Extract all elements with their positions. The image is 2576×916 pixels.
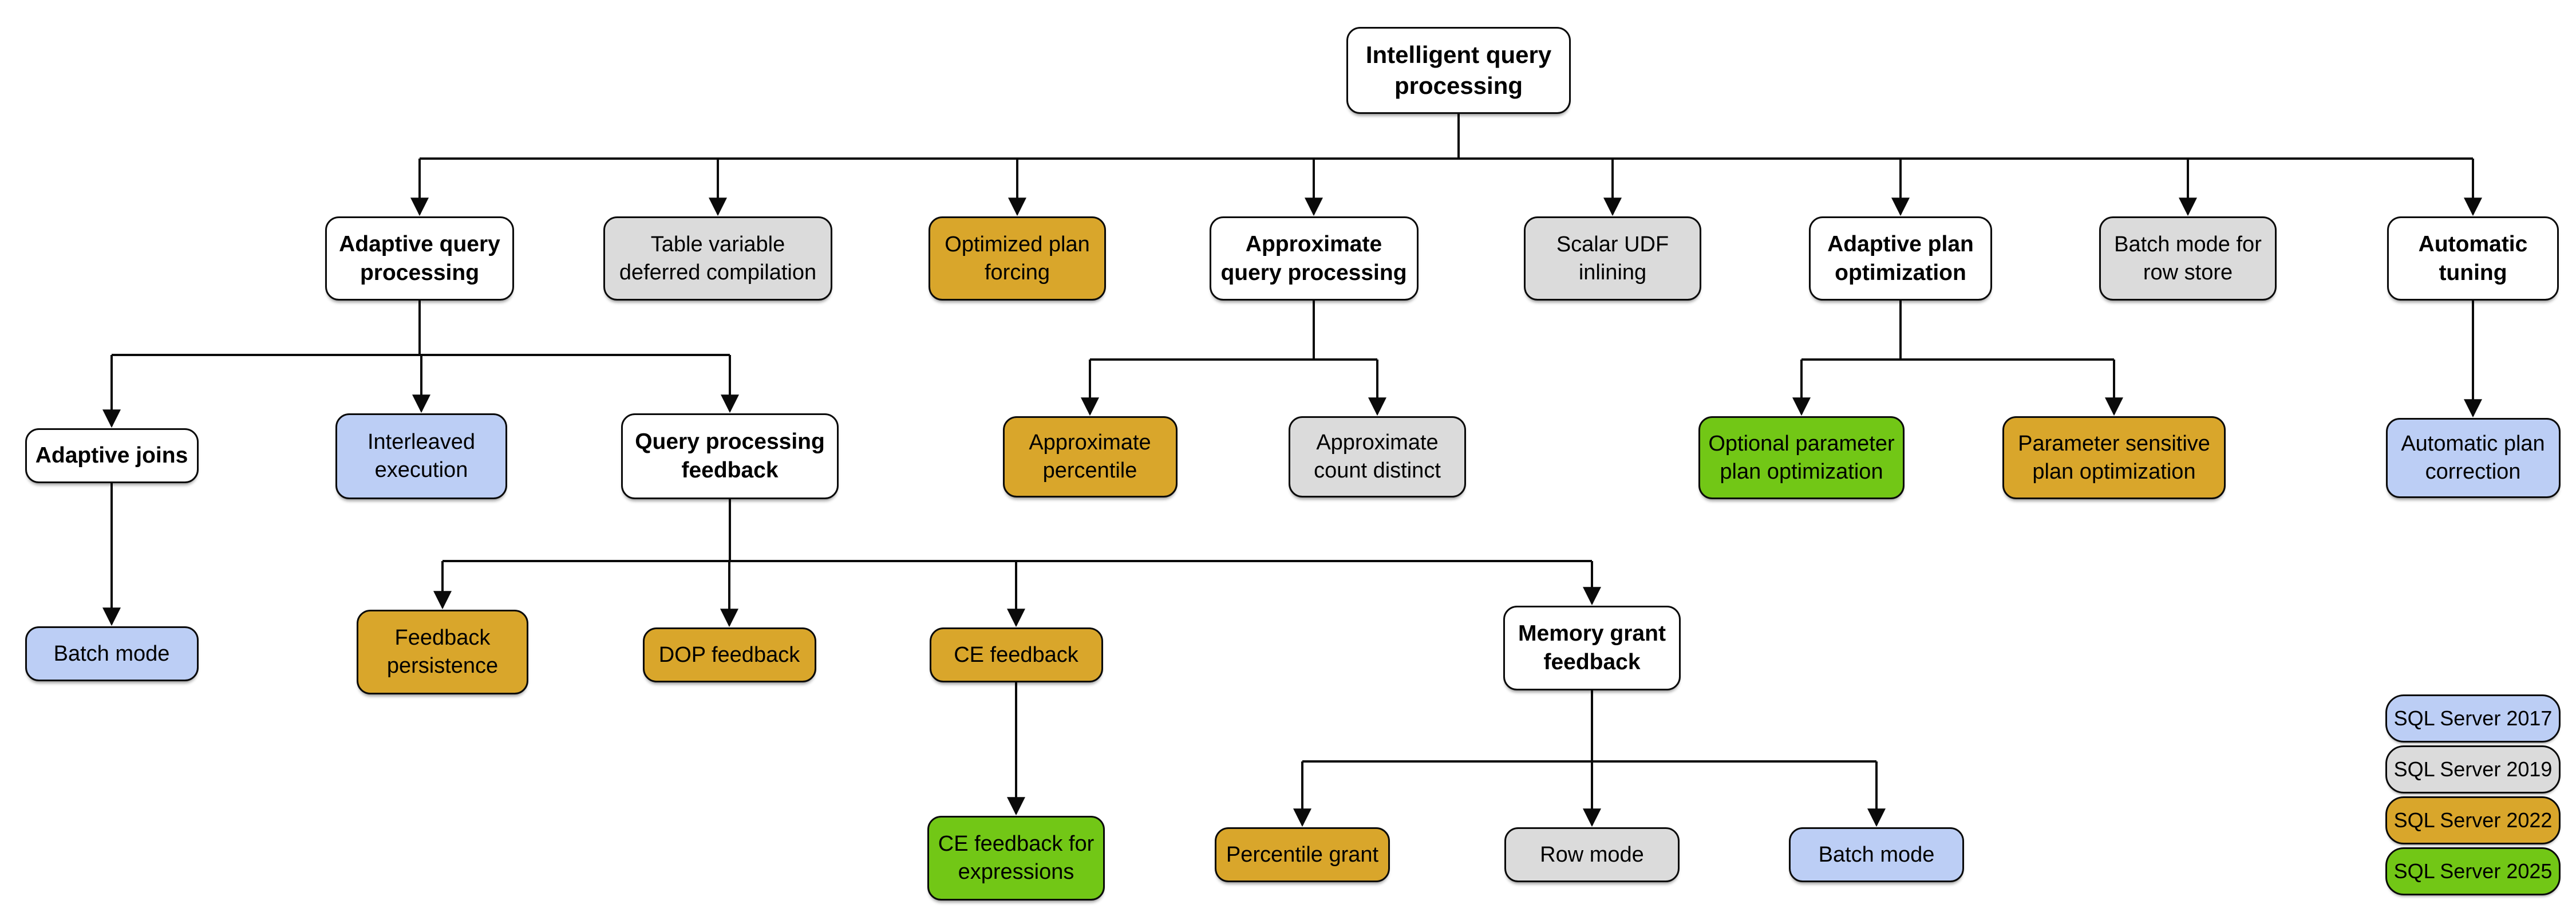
node-sui: Scalar UDF inlining	[1524, 216, 1701, 301]
node-label: Interleaved execution	[367, 430, 475, 482]
node-label: Optional parameter plan optimization	[1708, 431, 1895, 484]
node-ie: Interleaved execution	[335, 413, 507, 499]
node-label: Percentile grant	[1226, 842, 1379, 867]
node-pg: Percentile grant	[1215, 827, 1390, 882]
node-tvdc: Table variable deferred compilation	[603, 216, 832, 301]
node-rm: Row mode	[1504, 827, 1680, 882]
node-label: Row mode	[1540, 842, 1644, 867]
node-label: Batch mode	[53, 641, 170, 666]
legend-item-label: SQL Server 2019	[2393, 757, 2553, 781]
node-aqp: Adaptive query processing	[325, 216, 514, 301]
node-label: Automatic tuning	[2418, 231, 2528, 285]
node-at: Automatic tuning	[2387, 216, 2559, 301]
node-iqp: Intelligent query processing	[1346, 27, 1571, 114]
node-label: DOP feedback	[658, 642, 800, 667]
legend-item-sql2022: SQL Server 2022	[2385, 796, 2561, 844]
node-bm1: Batch mode	[25, 626, 199, 681]
node-label: Intelligent query processing	[1365, 41, 1552, 99]
node-ap: Approximate percentile	[1002, 416, 1178, 498]
node-label: Batch mode for row store	[2114, 232, 2262, 285]
node-oppo: Optional parameter plan optimization	[1698, 416, 1905, 499]
node-bm2: Batch mode	[1789, 827, 1964, 882]
legend-item-sql2019: SQL Server 2019	[2385, 745, 2561, 793]
node-cefe: CE feedback for expressions	[927, 816, 1105, 901]
node-label: Scalar UDF inlining	[1556, 232, 1669, 285]
node-label: Adaptive query processing	[339, 231, 500, 285]
node-label: CE feedback for expressions	[938, 832, 1095, 884]
node-label: Feedback persistence	[386, 626, 499, 678]
node-label: Memory grant feedback	[1518, 621, 1666, 674]
node-opf: Optimized plan forcing	[929, 216, 1106, 301]
legend-item-label: SQL Server 2025	[2393, 859, 2553, 883]
legend-item-label: SQL Server 2022	[2393, 808, 2553, 832]
node-label: CE feedback	[954, 642, 1078, 667]
node-label: Query processing feedback	[635, 429, 825, 483]
node-acd: Approximate count distinct	[1289, 416, 1466, 498]
node-axqp: Approximate query processing	[1209, 216, 1419, 301]
node-apo: Adaptive plan optimization	[1809, 216, 1992, 301]
node-label: Parameter sensitive plan optimization	[2018, 431, 2210, 484]
node-label: Approximate percentile	[1029, 431, 1151, 483]
legend-item-sql2025: SQL Server 2025	[2385, 847, 2561, 895]
node-label: Automatic plan correction	[2401, 432, 2545, 484]
node-label: Optimized plan forcing	[945, 232, 1090, 285]
node-cef: CE feedback	[929, 627, 1103, 682]
legend-item-label: SQL Server 2017	[2393, 706, 2553, 730]
node-apc: Automatic plan correction	[2385, 418, 2561, 498]
node-label: Adaptive joins	[35, 443, 188, 468]
legend-item-sql2017: SQL Server 2017	[2385, 694, 2561, 743]
node-label: Approximate query processing	[1220, 231, 1407, 285]
node-aj: Adaptive joins	[25, 428, 199, 483]
node-label: Batch mode	[1818, 842, 1935, 867]
node-label: Approximate count distinct	[1314, 431, 1441, 483]
node-label: Adaptive plan optimization	[1827, 231, 1974, 285]
node-mgf: Memory grant feedback	[1503, 606, 1681, 690]
node-fp: Feedback persistence	[357, 610, 528, 694]
node-dop: DOP feedback	[642, 627, 816, 682]
node-pspo: Parameter sensitive plan optimization	[2002, 416, 2226, 499]
node-label: Table variable deferred compilation	[619, 232, 817, 285]
node-qpf: Query processing feedback	[621, 413, 839, 499]
node-bmrs: Batch mode for row store	[2099, 216, 2277, 301]
